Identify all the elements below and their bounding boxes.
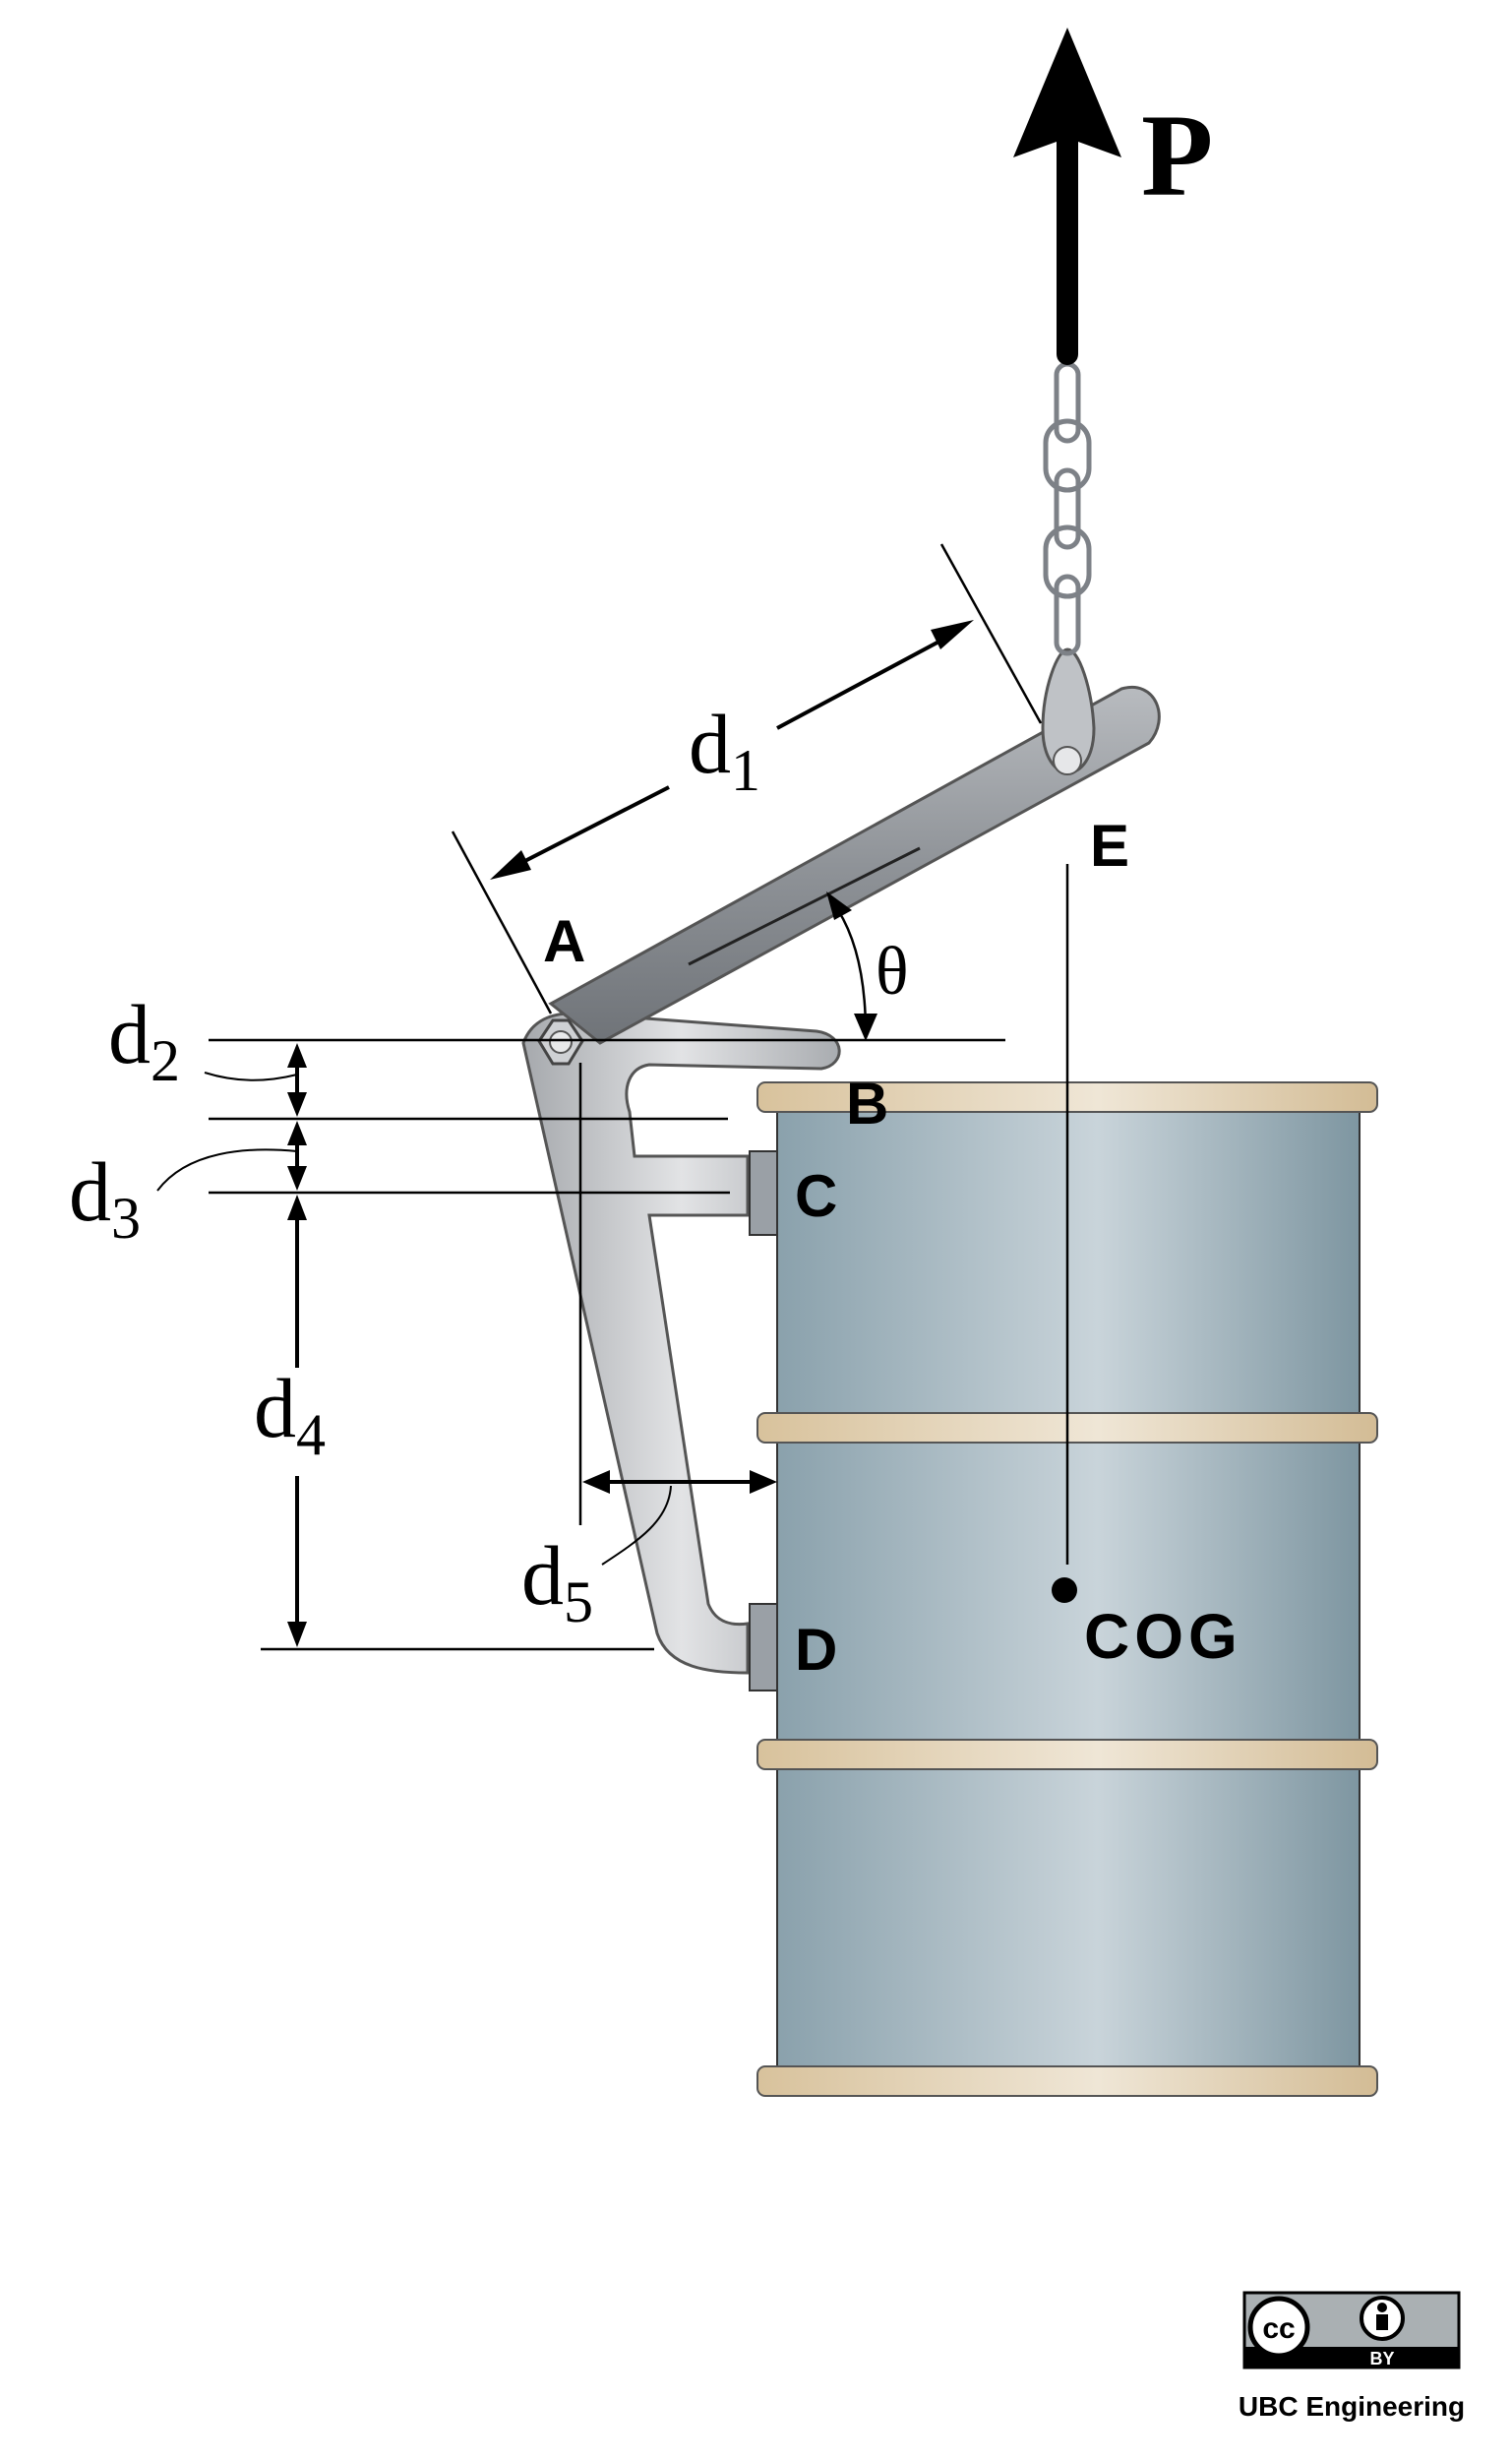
dim-d5-arrow-right [750, 1470, 777, 1494]
pin-a-bolt [549, 1030, 573, 1054]
dim-d4-label: d4 [254, 1361, 326, 1467]
dim-d3-leader [156, 1148, 298, 1192]
by-label: BY [1369, 2349, 1394, 2368]
lever-arm [548, 685, 1161, 1045]
hook-e [1041, 647, 1096, 775]
cc-by-badge: cc BY UBC Engineering [1239, 2291, 1465, 2422]
dim-d2-arrow-bottom [287, 1092, 307, 1117]
dim-d3-arrow-top [287, 1121, 307, 1145]
dim-d2-label: d2 [108, 987, 180, 1093]
cc-icon [1247, 2296, 1310, 2359]
dim-d1-line-left [511, 785, 670, 870]
drum-rim-bottom [756, 2065, 1378, 2097]
by-person-body [1376, 2314, 1388, 2330]
extension-lines [209, 543, 1043, 1651]
drum-band-2 [756, 1739, 1378, 1770]
dim-d2-arrow-top [287, 1043, 307, 1068]
force-p: P [1013, 28, 1213, 365]
pin-a [537, 1018, 584, 1066]
dim-d3-arrow-bottom [287, 1166, 307, 1191]
angle-theta: θ [826, 892, 909, 1041]
chain-link [1054, 467, 1081, 550]
force-p-label: P [1141, 90, 1213, 220]
pad-d [749, 1603, 778, 1691]
point-label-a: A [543, 908, 585, 974]
dim-d1-arrow-right [931, 620, 974, 649]
dim-d3: d3 [69, 1121, 307, 1251]
ext-a-slant [451, 830, 553, 1015]
ext-e-slant [939, 543, 1043, 724]
by-person-head [1377, 2303, 1387, 2312]
dim-d2: d2 [108, 987, 307, 1117]
force-p-arrowhead [1013, 28, 1121, 157]
pad-c [749, 1150, 778, 1236]
credit-text: UBC Engineering [1239, 2391, 1465, 2422]
dim-d5: d5 [521, 1470, 777, 1634]
lever-body [548, 685, 1161, 1045]
dim-d1: d1 [490, 620, 974, 880]
chain-link [1054, 574, 1081, 656]
dim-d5-label: d5 [521, 1528, 593, 1634]
dim-d4-arrow-top [287, 1195, 307, 1220]
cog-dot [1052, 1577, 1077, 1603]
dim-d1-line-right [776, 636, 947, 730]
badge-footer [1244, 2347, 1459, 2368]
dim-d3-label: d3 [69, 1144, 141, 1251]
dim-d4-arrow-bottom [287, 1622, 307, 1647]
point-label-d: D [795, 1617, 837, 1683]
hook-pin [1053, 746, 1082, 775]
dim-d5-leader [601, 1485, 672, 1566]
chain-link [1043, 524, 1092, 599]
dim-d1-arrow-left [490, 850, 531, 880]
dim-d4: d4 [254, 1195, 326, 1647]
chain [1043, 361, 1092, 656]
lever-highlight [688, 846, 921, 966]
chain-link [1054, 361, 1081, 444]
angle-theta-arrow-top [826, 892, 852, 920]
dim-d1-label: d1 [689, 697, 760, 803]
dim-d5-arrow-left [582, 1470, 610, 1494]
dim-d2-leader [204, 1072, 298, 1081]
cc-icon-label: cc [1262, 2312, 1295, 2345]
chain-link [1043, 418, 1092, 493]
angle-theta-label: θ [876, 934, 909, 1010]
point-label-cog: COG [1084, 1601, 1242, 1672]
angle-theta-arrow-bottom [854, 1014, 877, 1041]
point-label-b: B [846, 1071, 888, 1137]
point-label-e: E [1090, 813, 1129, 879]
point-label-c: C [795, 1163, 837, 1229]
